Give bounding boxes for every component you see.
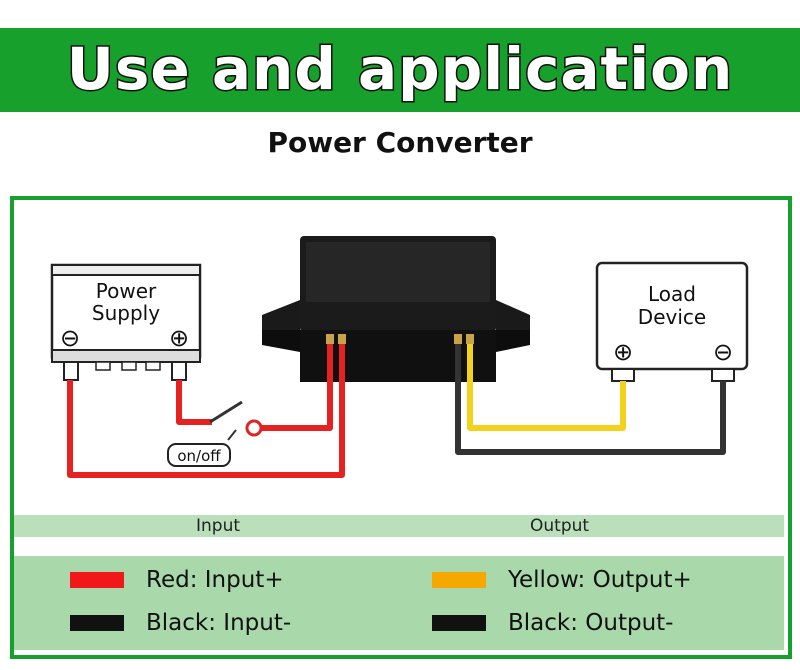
power-supply-terminal-minus	[63, 361, 79, 381]
converter-terminals	[326, 334, 474, 344]
power-converter-module	[262, 236, 530, 382]
switch-label: on/off	[177, 447, 221, 465]
power-supply-label-1: Power	[96, 279, 157, 303]
red-wire-switch	[258, 340, 333, 431]
switch-contact	[245, 419, 263, 437]
legend-item-red: Red: Input+	[70, 563, 284, 597]
load-device-label-2: Device	[638, 305, 706, 329]
input-label: Input	[196, 516, 241, 536]
power-supply-top	[51, 264, 201, 276]
power-supply-label-2: Supply	[92, 301, 160, 325]
legend-label: Black: Input-	[146, 610, 292, 636]
io-band	[14, 515, 784, 537]
plus-icon: ⊕	[169, 324, 189, 352]
load-device-body	[595, 261, 749, 371]
legend-label: Yellow: Output+	[508, 567, 692, 593]
legend-item-black-input: Black: Input-	[70, 606, 291, 640]
red-wire-supply-plus	[176, 380, 212, 425]
power-supply-foot	[145, 361, 161, 371]
converter-flange-right-lower	[496, 330, 530, 352]
legend	[14, 556, 784, 650]
terminal-pin	[326, 334, 334, 344]
input-wires	[67, 340, 345, 478]
terminal-pin	[466, 334, 474, 344]
red-swatch	[70, 572, 124, 588]
converter-top-face	[306, 242, 490, 302]
minus-icon: ⊖	[60, 324, 80, 352]
red-wire-supply-minus	[67, 340, 345, 478]
black-wire-output-minus	[455, 340, 726, 455]
switch-label-box	[167, 443, 231, 467]
plus-icon: ⊕	[613, 338, 633, 366]
yellow-wire-output-plus	[467, 340, 626, 431]
power-supply-foot	[95, 361, 111, 371]
diagram-subtitle: Power Converter	[267, 126, 533, 159]
power-supply: Power Supply ⊖ ⊕	[50, 263, 202, 381]
legend-label: Red: Input+	[146, 567, 284, 593]
load-device-terminal-plus	[611, 368, 635, 382]
legend-item-black-output: Black: Output-	[432, 606, 673, 640]
title-banner: Use and application	[0, 28, 800, 112]
minus-icon: ⊖	[713, 338, 733, 366]
black-swatch	[70, 615, 124, 631]
converter-flange-left	[262, 300, 300, 330]
switch-pointer	[227, 429, 237, 441]
legend-item-yellow: Yellow: Output+	[432, 563, 692, 597]
power-supply-terminal-plus	[171, 361, 187, 381]
load-device-terminal-minus	[711, 368, 735, 382]
load-device-label-1: Load	[648, 282, 696, 306]
converter-flange-left-lower	[262, 330, 300, 352]
output-label: Output	[530, 516, 590, 536]
output-wires	[455, 340, 726, 455]
terminal-pin	[338, 334, 346, 344]
black-swatch	[432, 615, 486, 631]
switch-lever	[209, 400, 243, 424]
terminal-pin	[454, 334, 462, 344]
page-title: Use and application	[65, 34, 734, 105]
legend-label: Black: Output-	[508, 610, 674, 636]
load-device: Load Device ⊕ ⊖	[595, 261, 749, 382]
on-off-switch: on/off	[167, 400, 263, 467]
yellow-swatch	[432, 572, 486, 588]
power-supply-foot	[121, 361, 137, 371]
converter-flange-right	[496, 300, 530, 330]
